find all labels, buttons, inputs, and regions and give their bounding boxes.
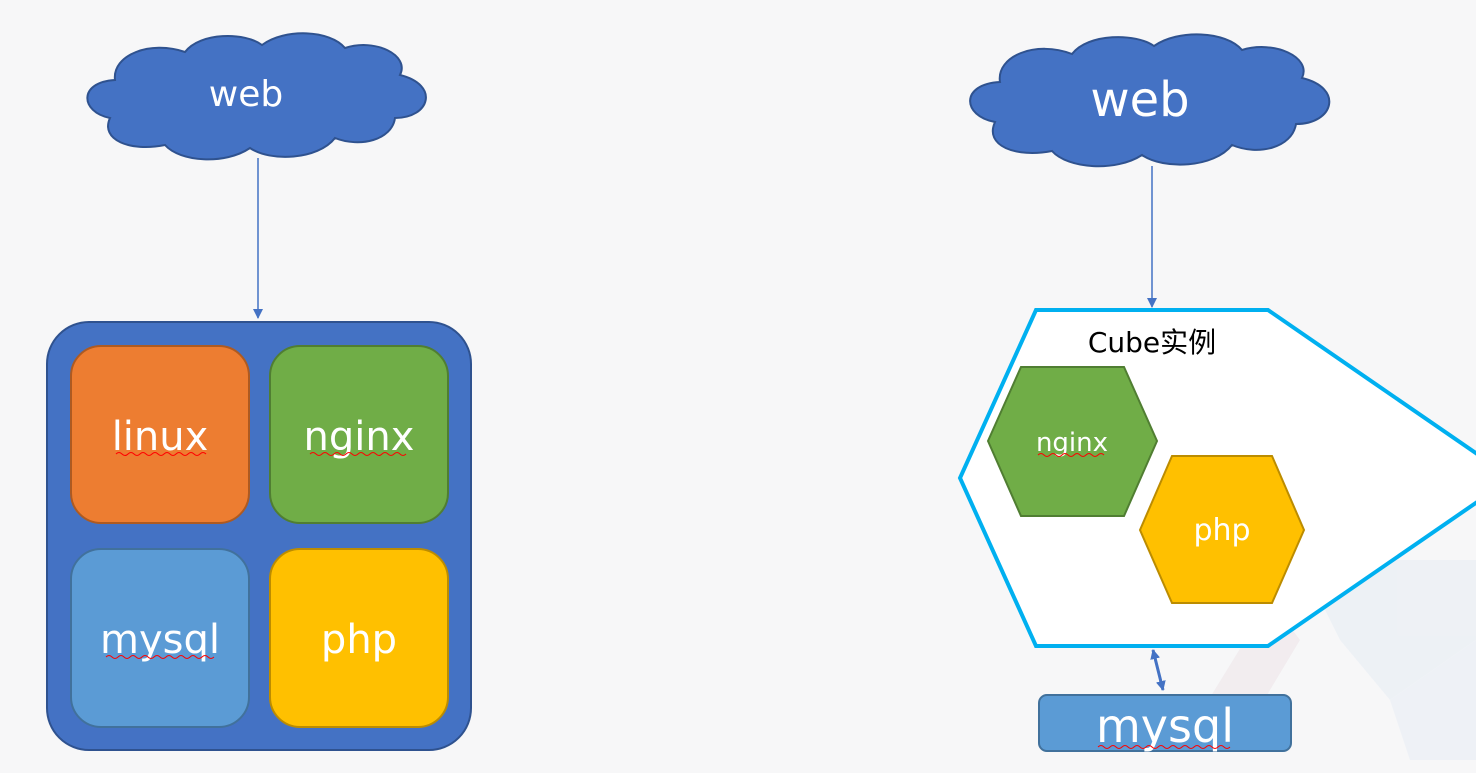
cube-php-label: php	[1193, 513, 1250, 548]
mysql-spellcheck-underline	[105, 655, 215, 659]
right-mysql-label: mysql	[1096, 699, 1234, 753]
right-mysql-box: mysql	[1038, 694, 1292, 753]
nginx-tile: nginx	[269, 345, 449, 524]
php-label: php	[321, 617, 397, 663]
nginx-spellcheck-underline	[309, 452, 407, 456]
nginx-hexagon: nginx	[986, 366, 1159, 517]
cube-nginx-spellcheck-underline	[1037, 453, 1105, 457]
right-web-label: web	[1090, 72, 1189, 128]
right-web-cloud: web	[969, 33, 1331, 168]
linux-tile: linux	[70, 345, 250, 524]
mysql-label: mysql	[100, 617, 220, 663]
cube-nginx-label: nginx	[1036, 428, 1108, 458]
left-web-cloud: web	[86, 32, 427, 161]
linux-label: linux	[112, 414, 209, 460]
cube-instance-label: Cube实例	[1088, 326, 1216, 359]
linux-spellcheck-underline	[115, 452, 207, 456]
php-tile: php	[269, 548, 449, 728]
mysql-tile: mysql	[70, 548, 250, 728]
cube-mysql-bidirectional-arrow	[1150, 649, 1166, 691]
left-web-label: web	[209, 74, 283, 115]
right-mysql-spellcheck-underline	[1097, 745, 1231, 749]
php-hexagon: php	[1138, 455, 1306, 604]
